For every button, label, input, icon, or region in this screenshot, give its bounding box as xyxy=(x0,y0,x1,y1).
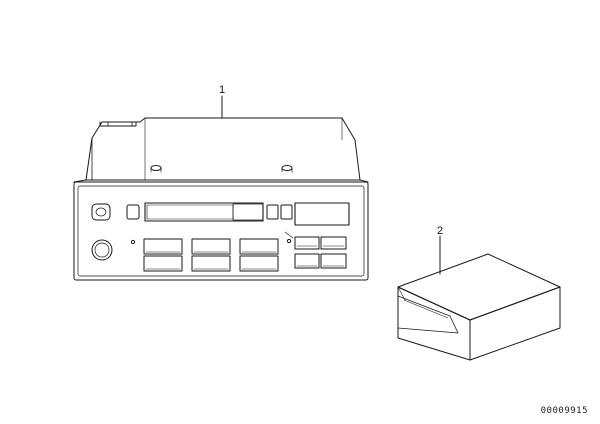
cassette-slot xyxy=(144,202,264,222)
preset-button-5 xyxy=(239,238,279,255)
box-flap xyxy=(397,295,459,334)
box-package xyxy=(397,253,561,361)
function-button-4 xyxy=(320,253,347,269)
radio-chassis-top xyxy=(85,117,361,181)
preset-button-3 xyxy=(191,238,231,255)
eject-button xyxy=(126,204,140,220)
preset-button-2 xyxy=(143,255,183,272)
function-button-2 xyxy=(320,236,347,250)
preset-button-4 xyxy=(191,255,231,272)
small-button-b xyxy=(280,204,293,220)
preset-button-6 xyxy=(239,255,279,272)
frequency-display xyxy=(294,202,350,226)
function-button-1 xyxy=(294,236,320,250)
volume-knob xyxy=(91,239,113,261)
callout-label-1: 1 xyxy=(219,84,225,96)
mounting-hole-right xyxy=(281,165,293,171)
small-button-a xyxy=(266,204,279,220)
box-side-face xyxy=(469,286,561,361)
box-front-face xyxy=(397,286,471,361)
box-top-face xyxy=(397,253,561,321)
radio-unit xyxy=(73,117,369,281)
callout-label-2: 2 xyxy=(437,225,443,237)
function-button-3 xyxy=(294,253,320,269)
radio-front-panel xyxy=(73,181,369,281)
power-button xyxy=(91,203,111,221)
mounting-hole-left xyxy=(150,165,162,171)
radio-top-tab xyxy=(99,121,137,127)
preset-button-1 xyxy=(143,238,183,255)
reference-number: 00009915 xyxy=(540,406,588,416)
